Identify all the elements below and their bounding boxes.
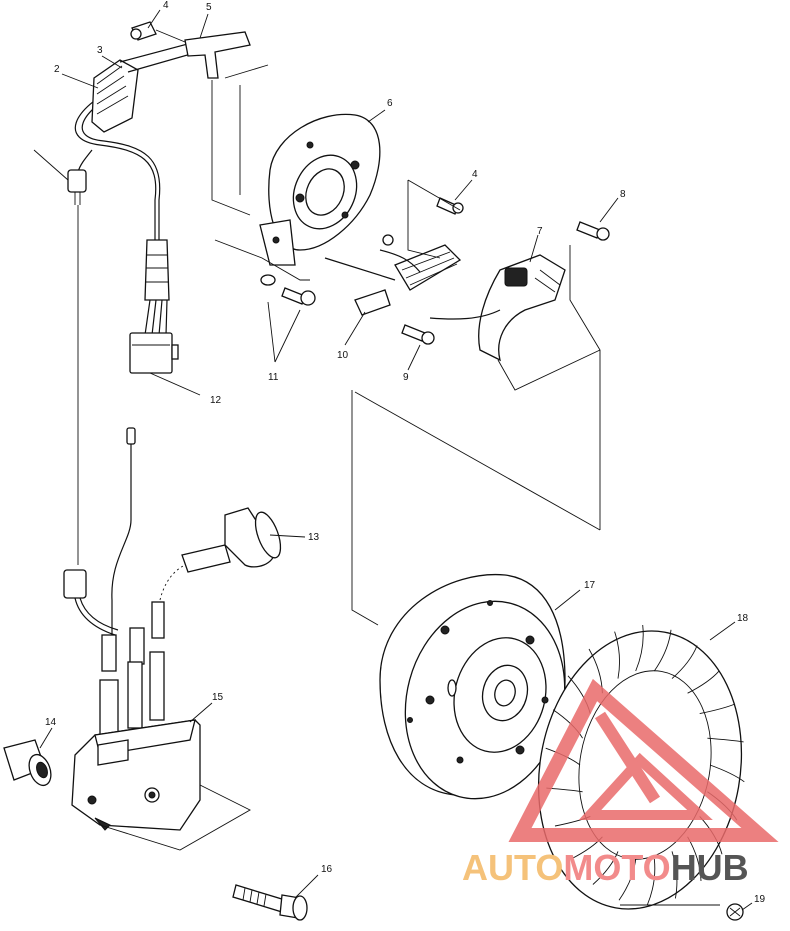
wiring-harness <box>67 84 201 396</box>
fan-fin <box>653 629 672 672</box>
callout-labels: 2 3 4 5 6 4 8 7 11 10 9 12 13 17 18 14 1… <box>45 0 766 905</box>
callout-17: 17 <box>584 580 596 591</box>
callout-6: 6 <box>387 98 393 109</box>
callout-5: 5 <box>206 2 212 13</box>
fan-fin <box>635 624 644 672</box>
fan-fin <box>646 858 656 906</box>
screws-upper <box>260 197 610 345</box>
ignition-coil-body <box>71 719 251 851</box>
callout-19: 19 <box>754 894 766 905</box>
fan-fin <box>671 645 698 679</box>
callout-12: 12 <box>210 395 222 406</box>
flywheel <box>379 573 566 800</box>
fan-fin <box>614 631 620 679</box>
callout-14: 14 <box>45 717 57 728</box>
callout-10: 10 <box>337 350 349 361</box>
watermark-hub: HUB <box>671 847 749 888</box>
regulator-block <box>91 41 207 133</box>
callout-2: 2 <box>54 64 60 75</box>
callout-leaders <box>33 9 753 911</box>
callout-16: 16 <box>321 864 333 875</box>
grommet <box>3 739 52 787</box>
pickup-coil <box>324 234 462 316</box>
callout-8: 8 <box>620 189 626 200</box>
callout-11: 11 <box>268 372 279 383</box>
bolt-16 <box>232 884 308 921</box>
watermark-auto: AUTO <box>462 847 563 888</box>
callout-18: 18 <box>737 613 749 624</box>
watermark-moto: MOTO <box>563 847 670 888</box>
watermark-text: AUTOMOTOHUB <box>462 847 749 888</box>
fan-fin <box>709 764 745 783</box>
fan-fin <box>699 703 736 715</box>
fan-fin <box>618 858 637 901</box>
fan-fin <box>687 670 720 694</box>
fan-fin <box>707 737 744 743</box>
charging-coil <box>429 254 566 362</box>
watermark-logo <box>508 678 779 842</box>
stator-plate <box>259 113 381 266</box>
ignition-coil-cables <box>63 427 306 741</box>
assembly-lines-upper <box>77 64 601 626</box>
fan-fin <box>592 851 619 885</box>
callout-4-mid: 4 <box>472 169 478 180</box>
bracket <box>130 21 251 79</box>
callout-9: 9 <box>403 372 409 383</box>
fan-fin <box>671 851 678 899</box>
callout-13: 13 <box>308 532 320 543</box>
screw-19 <box>726 903 744 921</box>
callout-15: 15 <box>212 692 224 703</box>
callout-3: 3 <box>97 45 103 56</box>
callout-7: 7 <box>537 226 543 237</box>
callout-4-top: 4 <box>163 0 169 11</box>
